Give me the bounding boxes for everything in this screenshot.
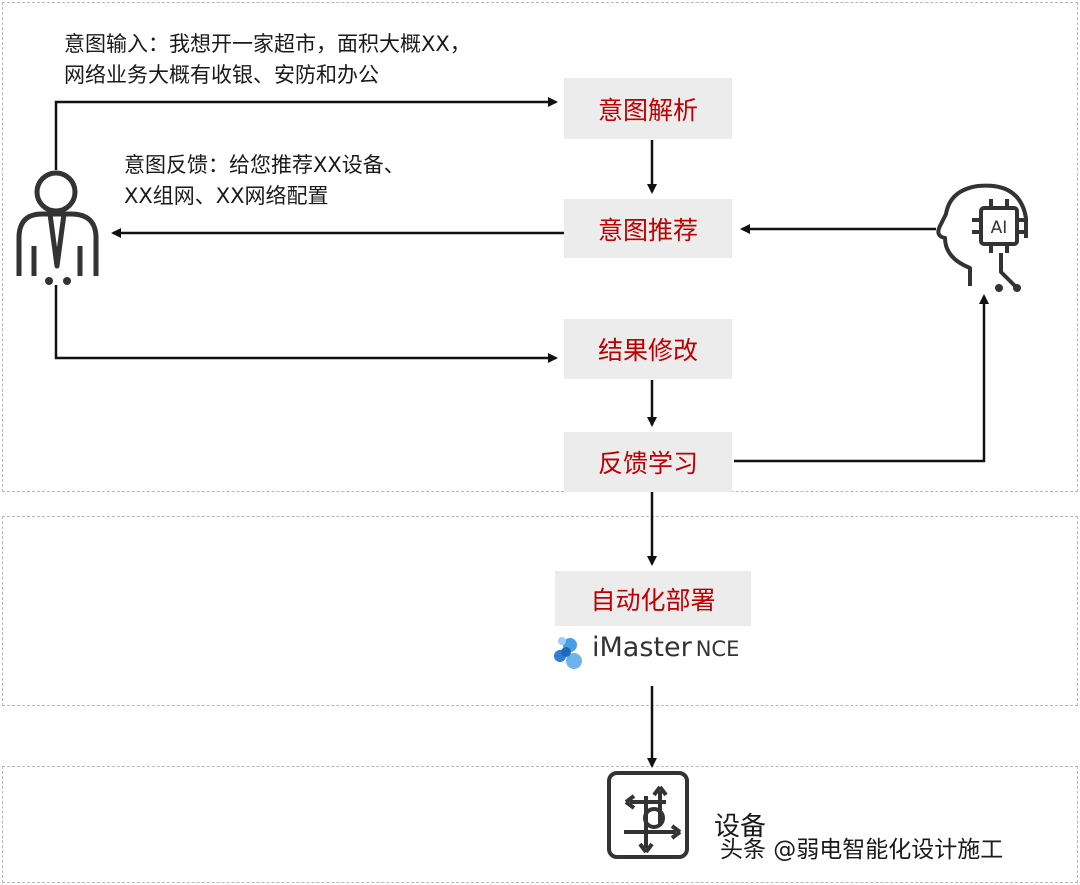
imaster-logo-icon [554, 637, 582, 669]
region-intent-loop [2, 2, 1078, 492]
line-user-to-parse [54, 97, 558, 170]
line-user-to-modify [54, 285, 558, 363]
step-intent-recommend: 意图推荐 [564, 199, 732, 258]
intent-feedback-note-line2: XX组网、XX网络配置 [124, 184, 329, 208]
ai-chip-label: AI [991, 218, 1008, 238]
step-auto-deploy: 自动化部署 [555, 571, 751, 626]
intent-feedback-note-line1: 意图反馈：给您推荐XX设备、 [124, 153, 405, 177]
watermark: 头条 @弱电智能化设计施工 [720, 837, 1004, 863]
user-icon [16, 170, 99, 285]
step-intent-parse: 意图解析 [564, 78, 732, 139]
intent-input-note-line2: 网络业务大概有收银、安防和办公 [64, 63, 379, 87]
logo-main-text: iMaster [592, 632, 692, 663]
logo-suffix-text: NCE [695, 637, 740, 661]
line-learn-to-ai [734, 294, 989, 463]
region-device [2, 766, 1078, 883]
device-icon [607, 771, 689, 859]
intent-input-note-line1: 意图输入：我想开一家超市，面积大概XX， [64, 32, 471, 56]
region-deployment [2, 516, 1078, 706]
step-result-modify: 结果修改 [564, 319, 732, 379]
device-label: 设备 [714, 812, 767, 842]
ai-head-icon [936, 183, 1028, 292]
step-feedback-learn: 反馈学习 [564, 432, 732, 492]
